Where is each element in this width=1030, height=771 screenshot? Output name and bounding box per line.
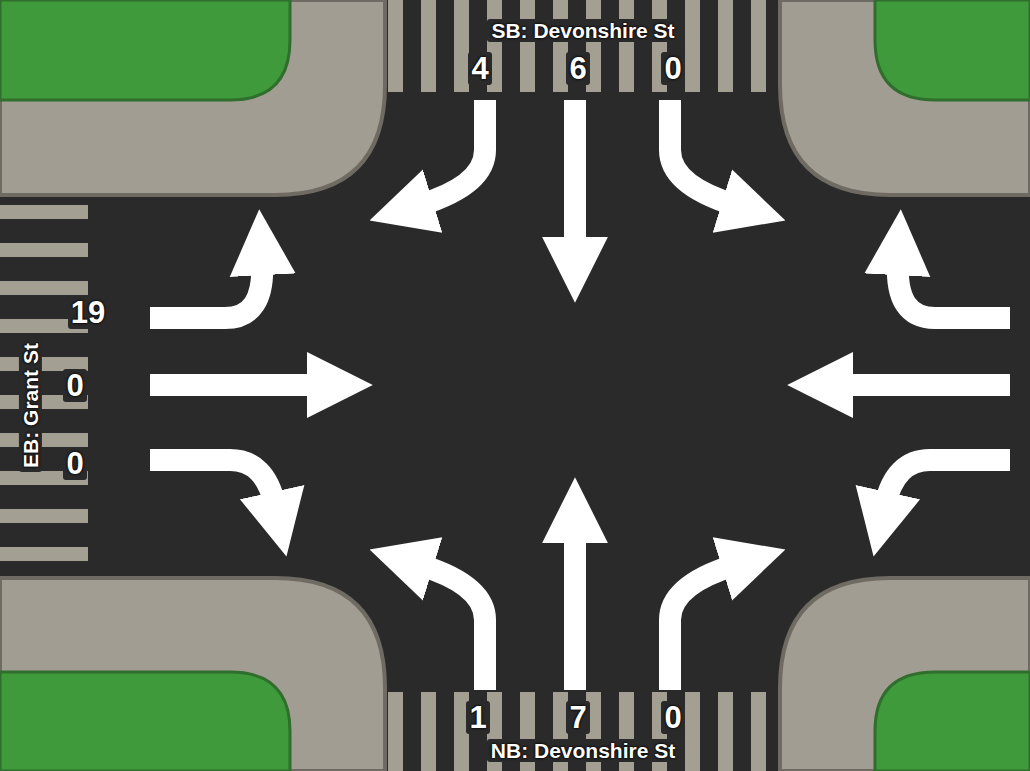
lane-count: 0 bbox=[661, 701, 684, 734]
lane-count: 4 bbox=[468, 52, 491, 85]
lane-count: 0 bbox=[63, 369, 86, 402]
street-label: NB: Devonshire St bbox=[487, 739, 679, 762]
lane-count: 0 bbox=[63, 447, 86, 480]
lane-count: 7 bbox=[566, 701, 589, 734]
street-label: EB: Grant St bbox=[19, 339, 42, 472]
lane-count: 0 bbox=[661, 52, 684, 85]
street-label: SB: Devonshire St bbox=[487, 19, 678, 42]
lane-count: 1 bbox=[466, 701, 489, 734]
lane-count: 19 bbox=[68, 296, 108, 329]
lane-count: 6 bbox=[566, 52, 589, 85]
